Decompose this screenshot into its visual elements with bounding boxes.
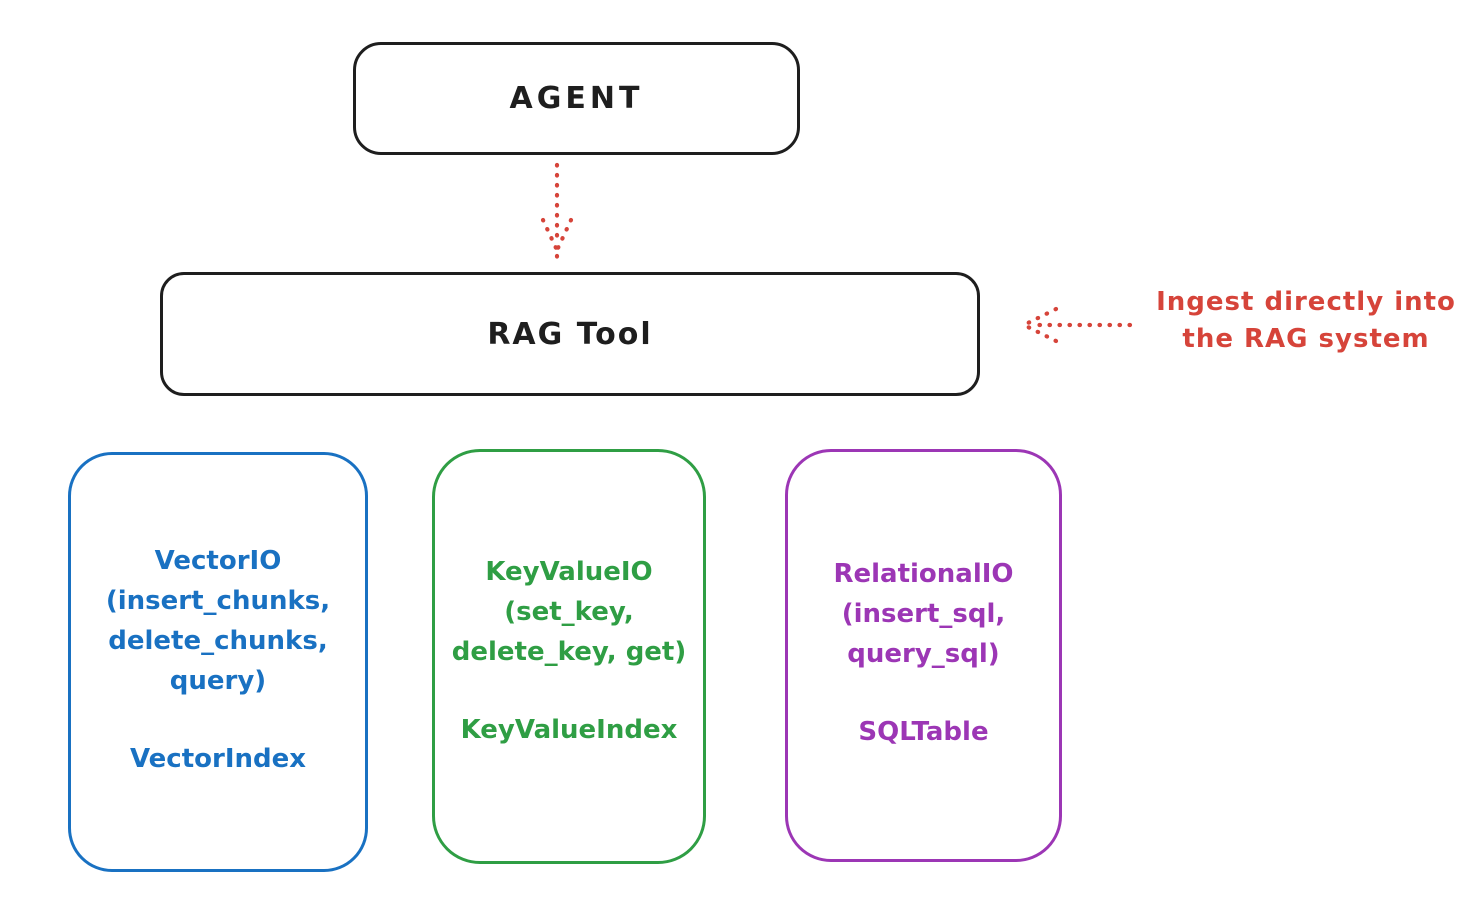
vector-io-node: VectorIO(insert_chunks,delete_chunks,que… <box>68 452 368 872</box>
ingest-annotation-arrow-icon <box>1023 306 1133 344</box>
vector-io-api-label: VectorIO(insert_chunks,delete_chunks,que… <box>105 546 331 696</box>
relational-io-api-label: RelationalIO(insert_sql,query_sql) <box>833 559 1014 669</box>
keyvalue-io-node: KeyValueIO(set_key,delete_key, get) KeyV… <box>432 449 706 864</box>
vector-index-label: VectorIndex <box>129 744 307 774</box>
relational-io-node: RelationalIO(insert_sql,query_sql) SQLTa… <box>785 449 1062 862</box>
agent-to-rag-arrow-icon <box>540 162 574 260</box>
agent-node-label: AGENT <box>509 81 644 116</box>
keyvalue-index-label: KeyValueIndex <box>460 715 678 745</box>
keyvalue-io-api-label: KeyValueIO(set_key,delete_key, get) <box>451 557 687 667</box>
agent-node: AGENT <box>353 42 800 155</box>
rag-tool-node-label: RAG Tool <box>487 316 653 352</box>
rag-tool-node: RAG Tool <box>160 272 980 396</box>
sql-table-label: SQLTable <box>858 717 989 747</box>
